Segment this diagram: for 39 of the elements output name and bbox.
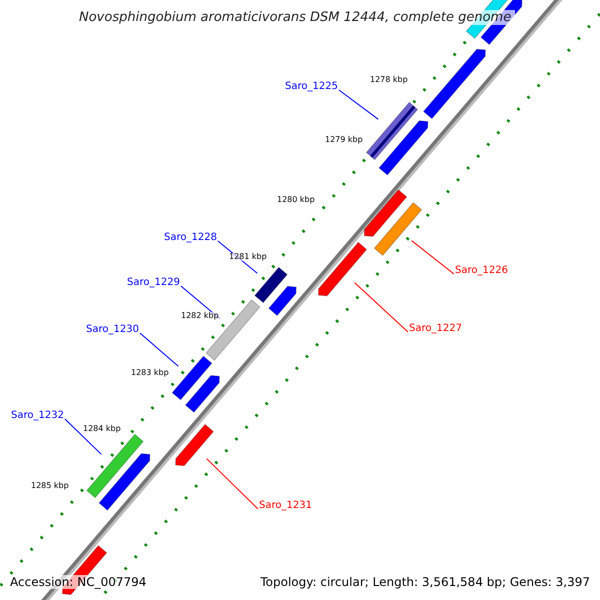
gene-feature <box>268 286 297 316</box>
gene-label: Saro_1232 <box>11 411 64 421</box>
gene-feature <box>364 189 408 237</box>
scale-label: 1280 kbp <box>277 196 315 204</box>
gene-feature <box>422 48 486 120</box>
gene-label: Saro_1229 <box>127 278 180 288</box>
gene-label: Saro_1228 <box>164 233 217 243</box>
gene-feature <box>206 299 260 361</box>
gene-label: Saro_1231 <box>259 501 312 511</box>
gene-feature <box>172 356 212 400</box>
leader-line <box>217 240 258 274</box>
gene-label: Saro_1225 <box>285 82 338 92</box>
leader-line <box>64 418 102 455</box>
leader-line <box>180 286 220 319</box>
genome-summary: Topology: circular; Length: 3,561,584 bp; Genes: 3,397 <box>258 575 592 589</box>
scale-label: 1283 kbp <box>131 369 169 377</box>
gene-label: Saro_1226 <box>455 266 508 276</box>
scale-label: 1285 kbp <box>31 482 69 490</box>
scale-label: 1279 kbp <box>325 136 363 144</box>
accession-text: Accession: NC_007794 <box>8 575 148 589</box>
scale-label: 1282 kbp <box>181 312 219 320</box>
gene-feature <box>254 266 288 304</box>
gene-feature <box>175 424 214 466</box>
scale-label: 1278 kbp <box>370 76 408 84</box>
leader-line <box>338 90 379 120</box>
gene-feature <box>98 453 150 511</box>
scale-label: 1284 kbp <box>83 425 121 433</box>
leader-line <box>411 240 454 274</box>
gene-feature <box>318 242 368 296</box>
leader-line <box>354 282 408 332</box>
gene-feature <box>184 375 220 413</box>
gene-feature <box>86 434 144 498</box>
leader-line <box>206 458 258 510</box>
gene-label: Saro_1230 <box>86 325 139 335</box>
gene-feature <box>374 202 422 256</box>
leader-line <box>139 332 179 367</box>
scale-label: 1281 kbp <box>229 253 267 261</box>
gene-label: Saro_1227 <box>409 324 462 334</box>
gene-feature <box>378 120 428 176</box>
